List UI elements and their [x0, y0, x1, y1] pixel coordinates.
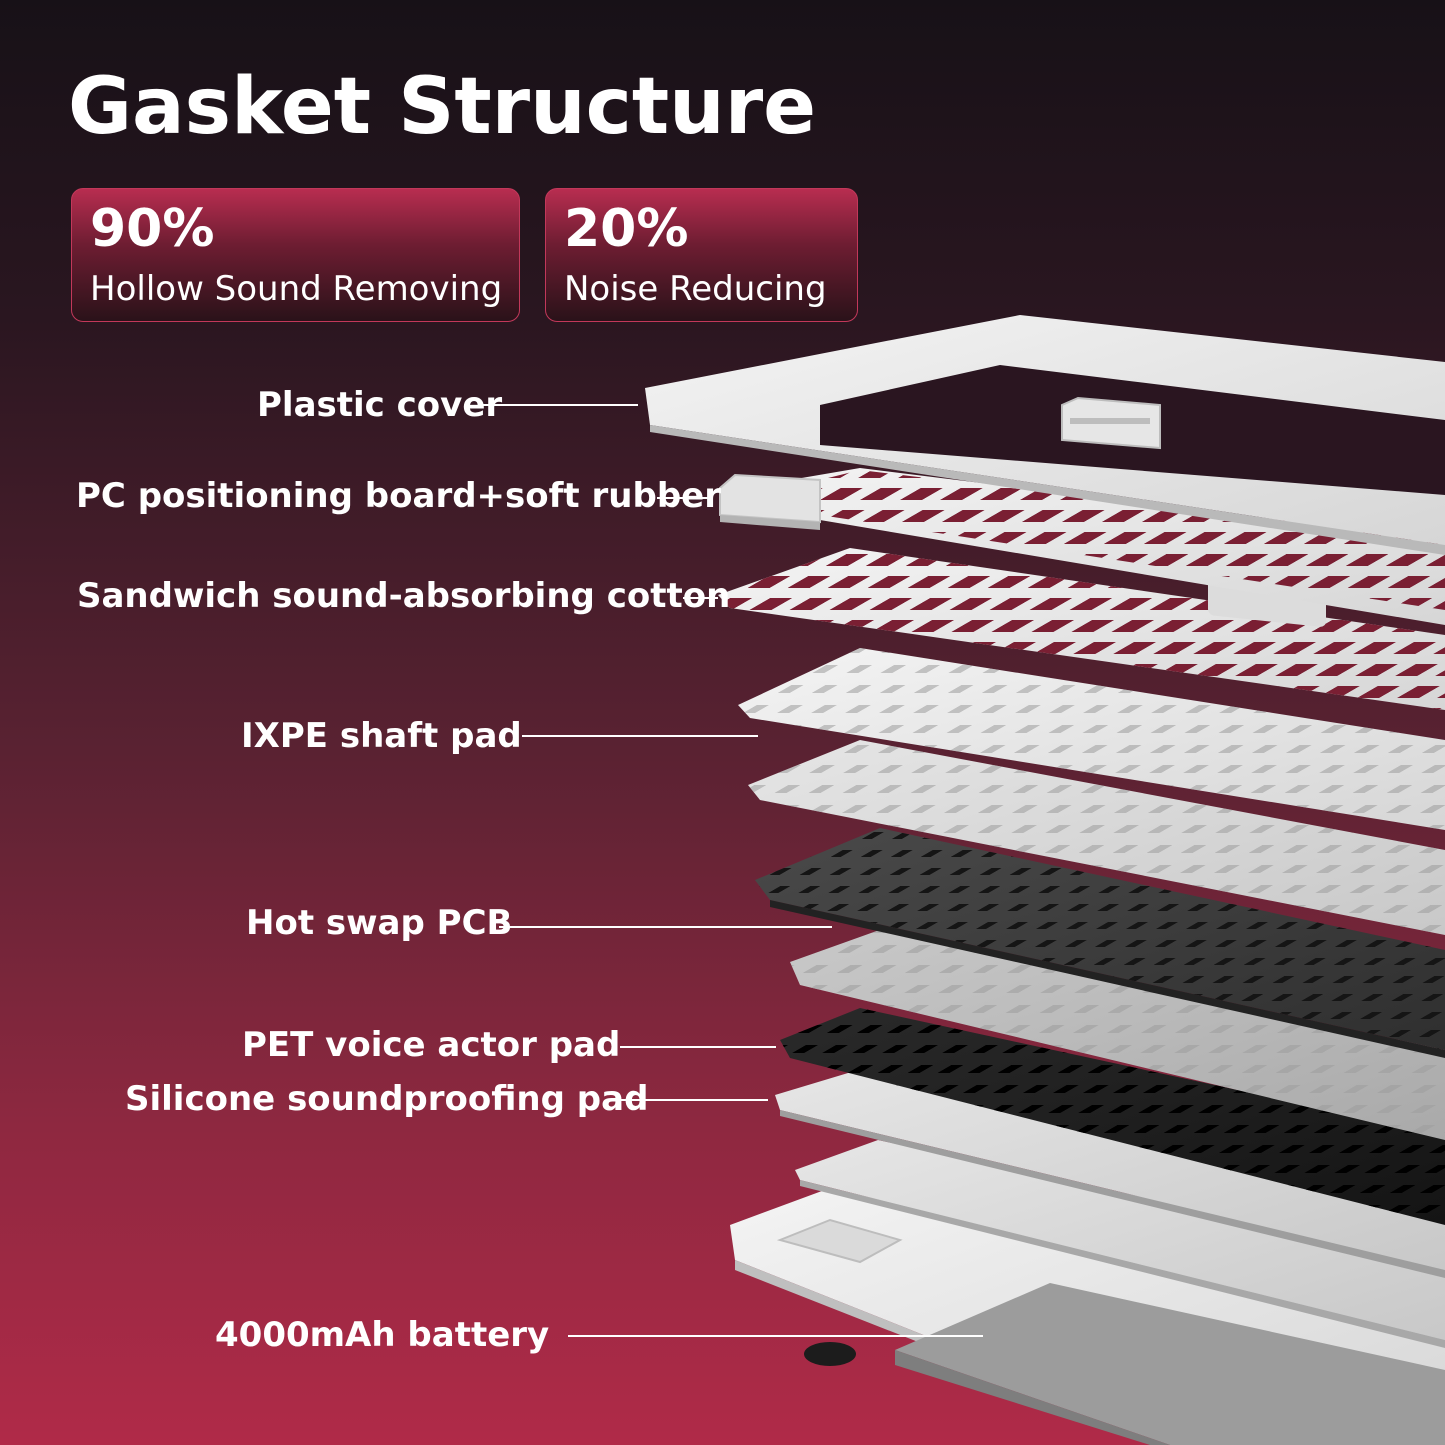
layer-plastic-cover [645, 315, 1445, 555]
label-battery: 4000mAh battery [215, 1315, 550, 1355]
label-pet-voice-actor-pad: PET voice actor pad [242, 1025, 621, 1065]
soft-rubber-gasket [719, 473, 821, 530]
label-sandwich-cotton: Sandwich sound-absorbing cotton [77, 576, 731, 616]
label-pc-positioning-board: PC positioning board+soft rubber [76, 476, 721, 516]
stat-value: 90% [90, 199, 215, 259]
label-plastic-cover: Plastic cover [257, 385, 503, 425]
page-title: Gasket Structure [68, 62, 817, 152]
stat-card-hollow-sound: 90% Hollow Sound Removing [71, 188, 520, 322]
stat-card-noise-reducing: 20% Noise Reducing [545, 188, 858, 322]
leader-lines [478, 404, 983, 1337]
stat-label: Noise Reducing [564, 269, 827, 309]
label-hot-swap-pcb: Hot swap PCB [246, 903, 513, 943]
layer-bottom-plate [795, 1140, 1445, 1340]
layer-silicone-pad [775, 1070, 1445, 1270]
battery [804, 1283, 1445, 1445]
label-silicone-soundproofing-pad: Silicone soundproofing pad [125, 1079, 649, 1119]
stat-value: 20% [564, 199, 689, 259]
foot-pad [804, 1342, 856, 1366]
label-ixpe-shaft-pad: IXPE shaft pad [241, 716, 522, 756]
stat-label: Hollow Sound Removing [90, 269, 503, 309]
